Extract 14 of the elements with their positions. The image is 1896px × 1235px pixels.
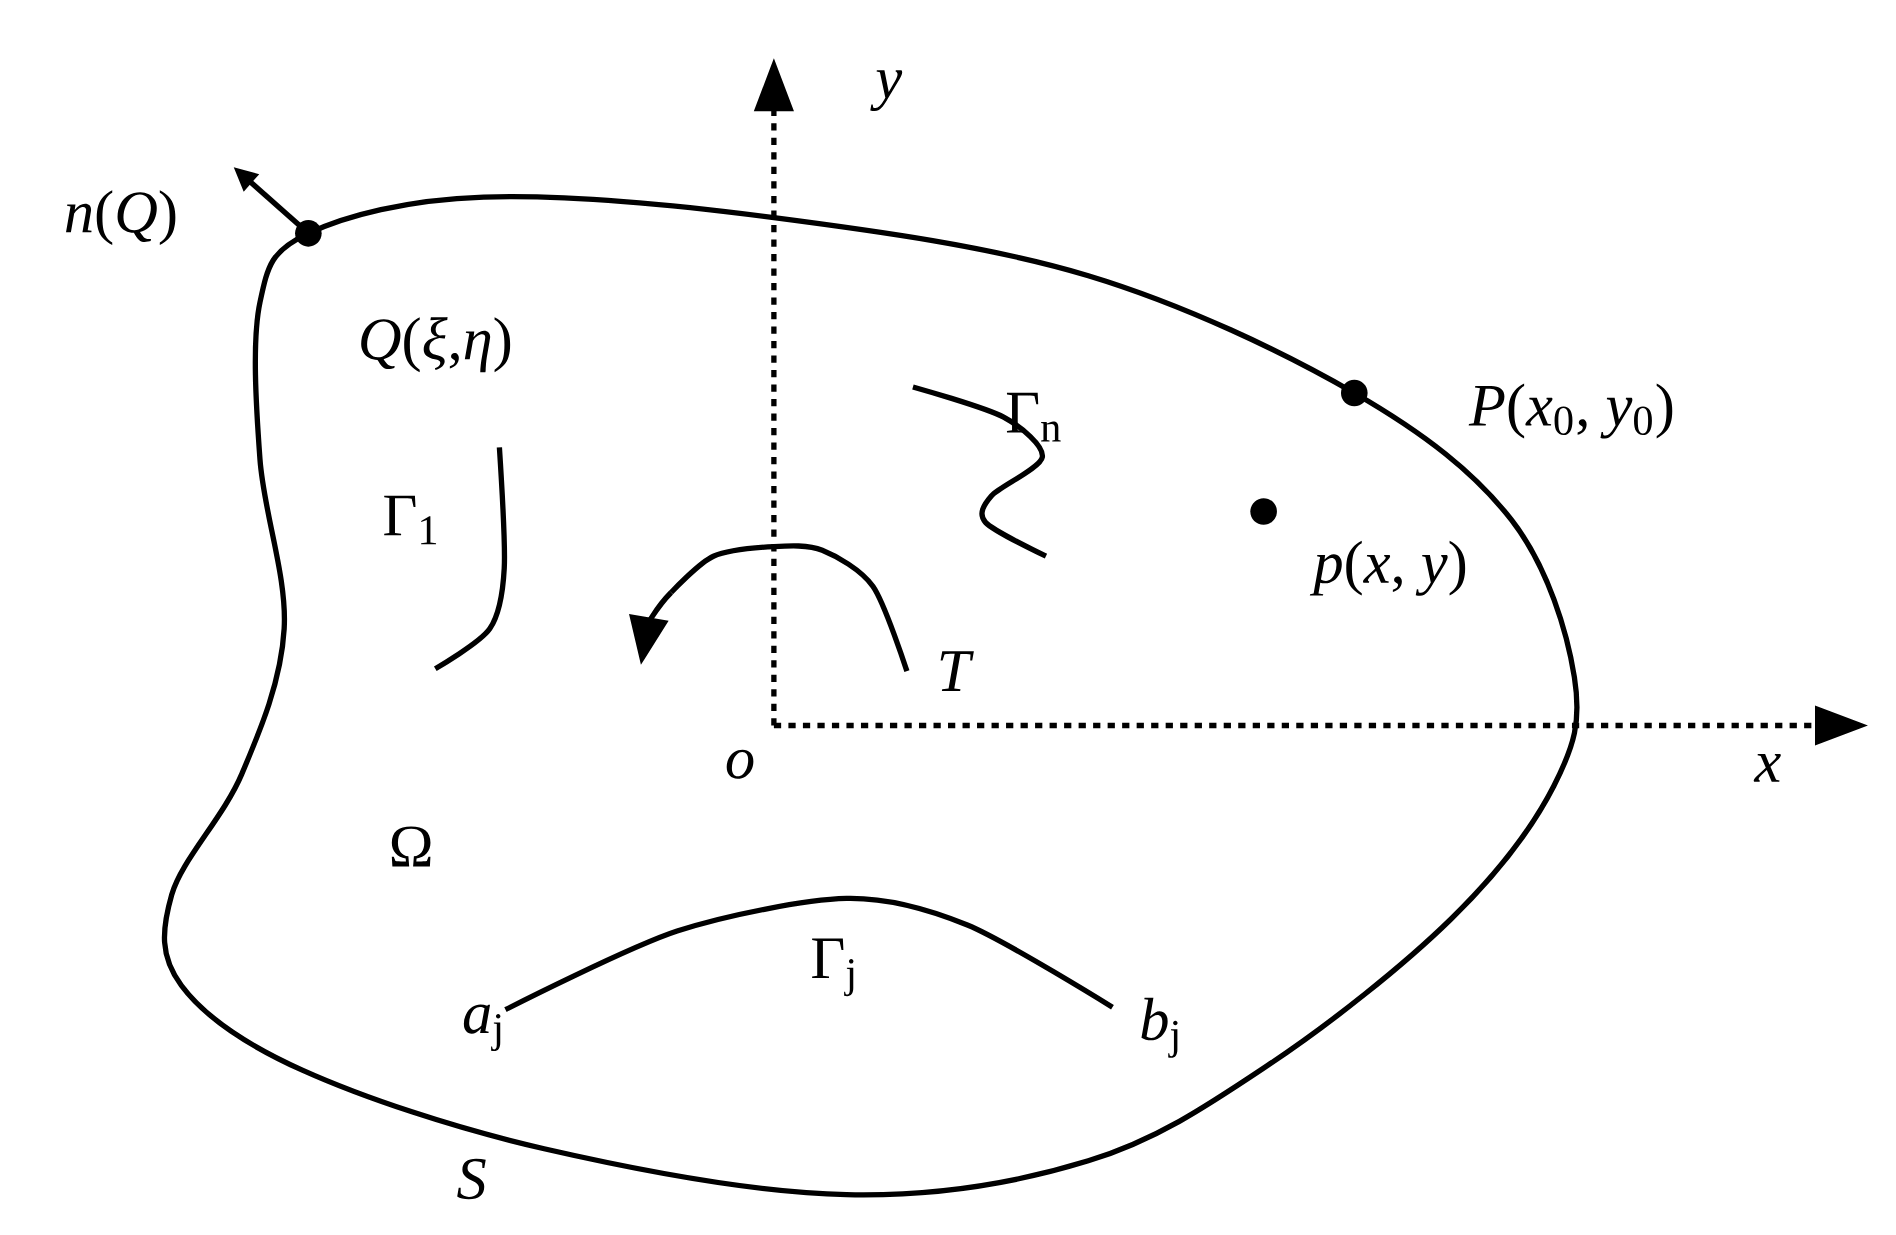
math-label: y: [870, 70, 903, 112]
math-label: n(Q): [66, 190, 176, 246]
math-label: Γ$_{j}$: [812, 938, 854, 997]
math-label: b$_{j}$: [1141, 998, 1178, 1059]
math-label: S: [457, 1158, 486, 1200]
math-label: o: [726, 749, 754, 779]
math-label: Ω: [391, 826, 431, 867]
math-label: Q(ξ,η): [361, 317, 511, 373]
math-label: Γ$_{1}$: [384, 495, 437, 545]
math-label: a$_{j}$: [463, 1004, 501, 1052]
math-label: P(x$_{0}$, y$_{0}$): [1468, 383, 1673, 439]
math-label: x: [1753, 754, 1781, 782]
math-label: p(x, y): [1309, 541, 1466, 597]
math-label: T: [940, 651, 974, 692]
